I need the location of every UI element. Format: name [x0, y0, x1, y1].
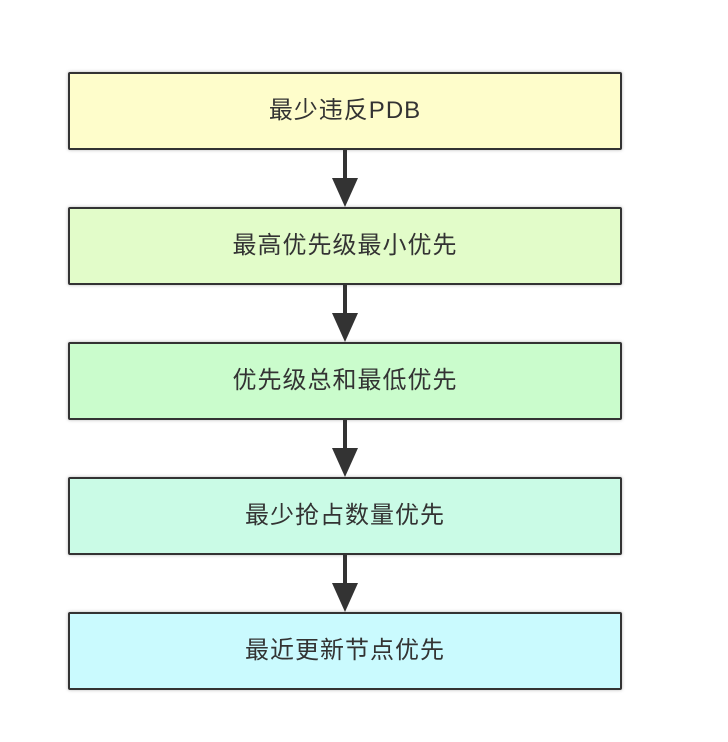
flow-node-label: 最少抢占数量优先 — [245, 502, 445, 529]
down-arrow-connector — [68, 420, 622, 477]
arrow-shaft — [343, 555, 347, 583]
flow-node-min-pdb-violation: 最少违反PDB — [68, 72, 622, 150]
flow-node-latest-updated-node-first: 最近更新节点优先 — [68, 612, 622, 690]
flow-node-label: 最近更新节点优先 — [245, 637, 445, 664]
down-arrow-connector — [68, 285, 622, 342]
flow-node-label: 最高优先级最小优先 — [232, 232, 458, 259]
flow-node-label: 最少违反PDB — [268, 97, 422, 124]
arrowhead-down-icon — [332, 448, 358, 477]
arrow-shaft — [343, 150, 347, 178]
flow-node-priority-sum-lowest-first: 优先级总和最低优先 — [68, 342, 622, 420]
arrow-shaft — [343, 420, 347, 448]
arrowhead-down-icon — [332, 178, 358, 207]
arrowhead-down-icon — [332, 313, 358, 342]
scheduling-priority-flowchart: 最少违反PDB 最高优先级最小优先 优先级总和最低优先 最少抢占数量优先 — [68, 72, 622, 690]
flow-node-fewest-preemptions-first: 最少抢占数量优先 — [68, 477, 622, 555]
arrow-shaft — [343, 285, 347, 313]
flow-node-label: 优先级总和最低优先 — [232, 367, 458, 394]
down-arrow-connector — [68, 150, 622, 207]
down-arrow-connector — [68, 555, 622, 612]
arrowhead-down-icon — [332, 583, 358, 612]
flow-node-highest-priority-min-first: 最高优先级最小优先 — [68, 207, 622, 285]
